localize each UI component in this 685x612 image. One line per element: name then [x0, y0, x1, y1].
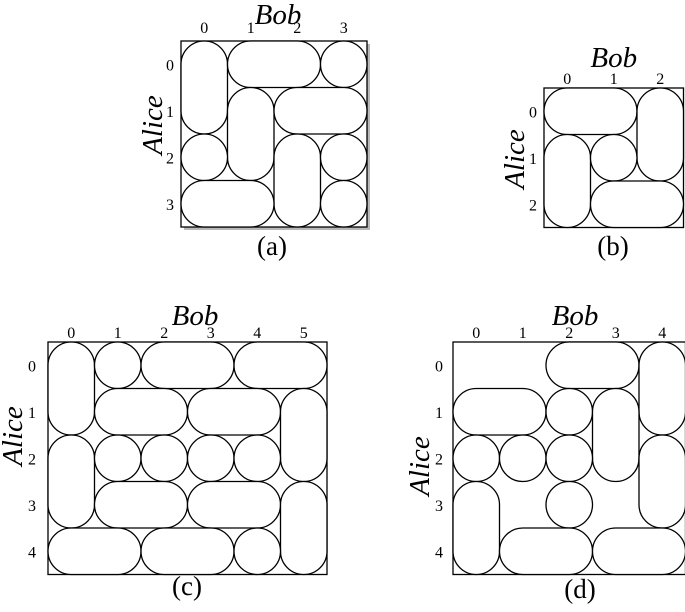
- col-tick-label: 1: [519, 325, 527, 342]
- horizontal-domino-tile: [140, 341, 235, 390]
- vertical-domino-tile: [47, 341, 96, 436]
- monomino-tile: [319, 40, 368, 89]
- vertical-domino-tile: [273, 133, 322, 228]
- vertical-domino-tile: [638, 341, 685, 436]
- horizontal-domino-tile: [93, 480, 189, 529]
- row-tick-label: 0: [166, 57, 174, 74]
- col-tick-label: 3: [340, 20, 348, 37]
- col-tick-label: 1: [114, 325, 122, 342]
- monomino-tile: [545, 480, 594, 529]
- vertical-domino-tile: [636, 87, 685, 182]
- column-axis-title: Bob: [255, 0, 302, 31]
- horizontal-domino-tile: [93, 387, 189, 436]
- row-tick-label: 0: [28, 358, 36, 375]
- col-tick-label: 1: [247, 20, 255, 37]
- row-tick-label: 2: [435, 451, 443, 468]
- vertical-domino-tile: [279, 480, 328, 576]
- col-tick-label: 4: [253, 325, 261, 342]
- monomino-tile: [180, 133, 229, 182]
- monomino-tile: [319, 133, 368, 182]
- horizontal-domino-tile: [545, 341, 640, 390]
- horizontal-domino-tile: [47, 527, 142, 576]
- monomino-tile: [452, 434, 501, 483]
- row-tick-label: 1: [529, 151, 537, 168]
- row-tick-label: 1: [28, 405, 36, 422]
- col-tick-label: 0: [67, 325, 75, 342]
- monomino-tile: [140, 434, 189, 483]
- row-tick-label: 0: [435, 358, 443, 375]
- panel-label: (d): [564, 574, 595, 604]
- col-tick-label: 5: [300, 325, 308, 342]
- col-tick-label: 0: [563, 71, 571, 88]
- column-axis-title: Bob: [552, 300, 599, 332]
- horizontal-domino-tile: [543, 87, 638, 136]
- monomino-tile: [319, 179, 368, 228]
- row-tick-label: 3: [166, 197, 174, 214]
- vertical-domino-tile: [452, 480, 501, 576]
- row-axis-title: Alice: [404, 436, 436, 498]
- row-axis-title: Alice: [499, 129, 531, 191]
- col-tick-label: 0: [472, 325, 480, 342]
- monomino-tile: [233, 527, 282, 576]
- horizontal-domino-tile: [186, 480, 282, 529]
- panel-label: (a): [257, 231, 287, 261]
- row-tick-label: 1: [166, 104, 174, 121]
- row-tick-label: 3: [28, 498, 36, 515]
- monomino-tile: [589, 133, 638, 182]
- col-tick-label: 4: [658, 325, 666, 342]
- horizontal-domino-tile: [233, 341, 328, 390]
- col-tick-label: 1: [610, 71, 618, 88]
- row-tick-label: 3: [435, 498, 443, 515]
- row-axis-title: Alice: [0, 406, 29, 468]
- row-tick-label: 2: [28, 451, 36, 468]
- col-tick-label: 2: [160, 325, 168, 342]
- col-tick-label: 3: [612, 325, 620, 342]
- horizontal-domino-tile: [498, 527, 594, 576]
- vertical-domino-tile: [180, 40, 229, 135]
- row-tick-label: 0: [529, 104, 537, 121]
- col-tick-label: 3: [207, 325, 215, 342]
- panel-label: (c): [172, 571, 202, 601]
- horizontal-domino-tile: [273, 86, 368, 135]
- column-axis-title: Bob: [172, 300, 219, 332]
- horizontal-domino-tile: [226, 40, 322, 89]
- vertical-domino-tile: [47, 434, 96, 529]
- row-axis-title: Alice: [137, 95, 169, 157]
- monomino-tile: [186, 434, 235, 483]
- col-tick-label: 2: [293, 20, 301, 37]
- horizontal-domino-tile: [589, 180, 685, 229]
- row-tick-label: 2: [529, 197, 537, 214]
- vertical-domino-tile: [543, 133, 592, 229]
- vertical-domino-tile: [638, 434, 685, 529]
- horizontal-domino-tile: [452, 387, 547, 436]
- col-tick-label: 0: [200, 20, 208, 37]
- vertical-domino-tile: [279, 387, 328, 483]
- vertical-domino-tile: [226, 86, 275, 182]
- horizontal-domino-tile: [140, 527, 235, 576]
- col-tick-label: 2: [565, 325, 573, 342]
- row-tick-label: 4: [435, 544, 443, 561]
- col-tick-label: 2: [656, 71, 664, 88]
- panel-label: (b): [597, 231, 628, 261]
- monomino-tile: [545, 434, 594, 483]
- column-axis-title: Bob: [590, 42, 637, 74]
- monomino-tile: [498, 434, 547, 483]
- monomino-tile: [545, 387, 594, 436]
- row-tick-label: 2: [166, 150, 174, 167]
- horizontal-domino-tile: [186, 387, 282, 436]
- monomino-tile: [93, 434, 142, 483]
- monomino-tile: [233, 434, 282, 483]
- row-tick-label: 4: [28, 544, 36, 561]
- horizontal-domino-tile: [591, 527, 685, 576]
- row-tick-label: 1: [435, 405, 443, 422]
- vertical-domino-tile: [591, 387, 640, 483]
- horizontal-domino-tile: [180, 179, 275, 228]
- monomino-tile: [93, 341, 142, 390]
